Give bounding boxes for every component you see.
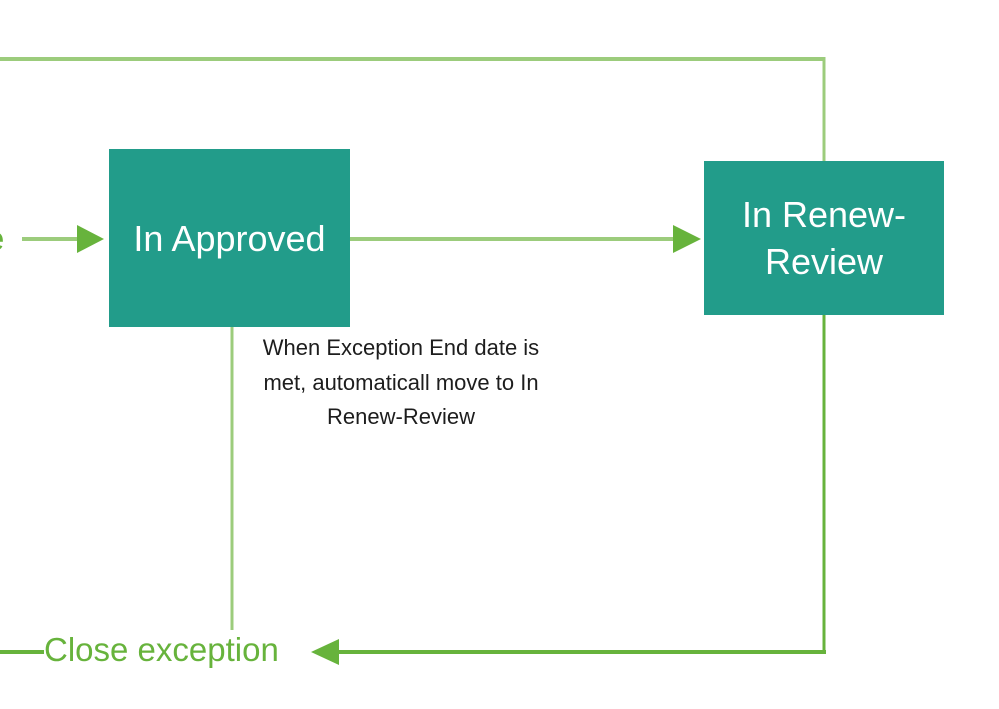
in-approved-node: In Approved [109,149,350,327]
in-renew-review-node: In Renew-Review [704,161,944,315]
in-approved-box [109,149,350,327]
partial-edge-label: e [0,219,4,259]
in-renew-review-label: In Renew-Review [741,194,907,282]
close-arrowhead [311,639,339,665]
close-exception-label: Close exception [44,631,279,668]
incoming-arrowhead [77,225,104,253]
approved-to-renew-arrowhead [673,225,701,253]
in-renew-review-box [704,161,944,315]
in-approved-label: In Approved [133,217,326,259]
renew-review-annotation: When Exception End date is met, automati… [262,335,540,429]
